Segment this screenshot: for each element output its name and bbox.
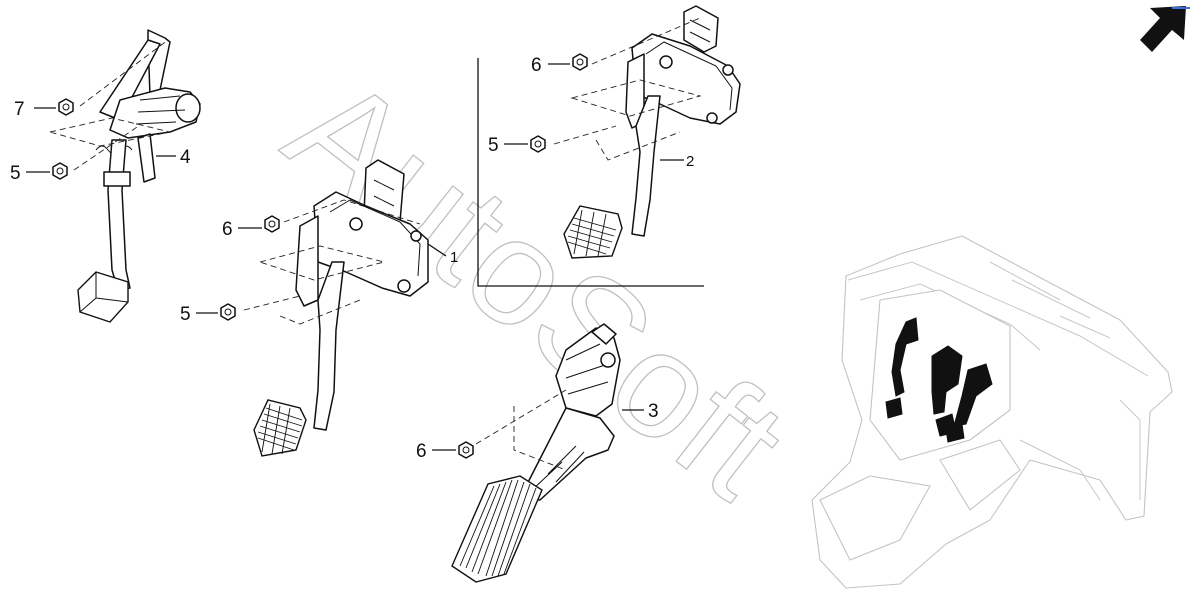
nut-5a <box>52 162 68 180</box>
guides-assembly-2 <box>553 17 702 161</box>
callout-5c: 5 <box>488 135 499 156</box>
callout-2: 2 <box>686 153 694 170</box>
fasteners <box>52 53 588 459</box>
pedal-assembly-2 <box>563 5 741 259</box>
callout-4: 4 <box>180 147 191 168</box>
frame-lines <box>477 58 704 287</box>
pedal-assembly-3 <box>451 323 621 583</box>
vehicle-dashboard-context <box>811 235 1173 589</box>
callout-1: 1 <box>450 249 458 266</box>
nut-7 <box>58 98 74 116</box>
direction-arrow-icon <box>1140 6 1190 52</box>
callout-7: 7 <box>14 99 25 120</box>
guides-assembly-4 <box>49 39 171 171</box>
nut-5c <box>530 135 546 153</box>
callout-3: 3 <box>648 401 659 422</box>
nut-6a <box>264 215 280 233</box>
callout-labels: 7 5 4 6 1 5 6 5 2 3 6 <box>10 55 694 462</box>
nut-6b <box>572 53 588 71</box>
guides-assembly-1 <box>243 199 421 325</box>
callout-6a: 6 <box>222 219 233 240</box>
callout-5a: 5 <box>10 163 21 184</box>
callout-6b: 6 <box>531 55 542 76</box>
callout-leaders <box>26 63 684 451</box>
nut-5b <box>220 303 236 321</box>
pedal-assembly-1 <box>253 159 429 457</box>
guides-assembly-3 <box>475 389 567 471</box>
callout-5b: 5 <box>180 304 191 325</box>
pedal-assembly-4 <box>77 29 201 323</box>
nut-6c <box>458 441 474 459</box>
callout-6c: 6 <box>416 441 427 462</box>
